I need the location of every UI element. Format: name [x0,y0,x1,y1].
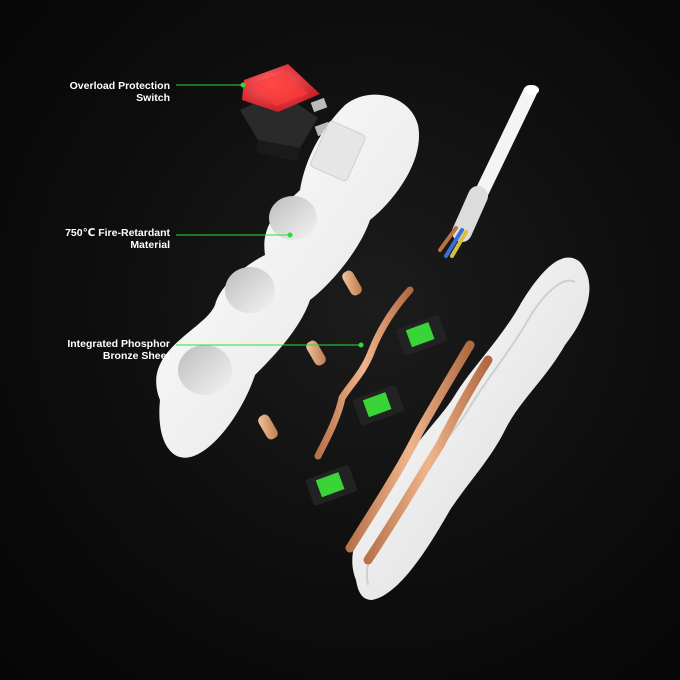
brass-pins [258,270,362,440]
callout-overload-line2: Switch [136,92,170,104]
callout-bronze-line2: Bronze Sheet [102,350,170,362]
top-housing-part [156,94,420,458]
base-housing-part [352,257,590,600]
contact-modules [305,315,447,506]
overload-switch-part [240,64,332,162]
phosphor-bronze-strip [314,286,414,460]
callout-overload-line1: Overload Protection [69,80,170,92]
callout-fire-line1: 750℃ Fire-Retardant [65,227,170,239]
callout-fire-retardant: 750℃ Fire-Retardant Material [65,227,170,251]
bronze-rails [345,340,493,565]
callout-lines [176,82,364,348]
callout-bronze-sheet: Integrated Phosphor Bronze Sheet [67,338,170,362]
callout-overload-switch: Overload Protection Switch [70,80,170,104]
callout-bronze-line1: Integrated Phosphor [67,338,170,350]
power-cord-part [438,85,539,258]
callout-fire-line2: Material [130,239,170,251]
